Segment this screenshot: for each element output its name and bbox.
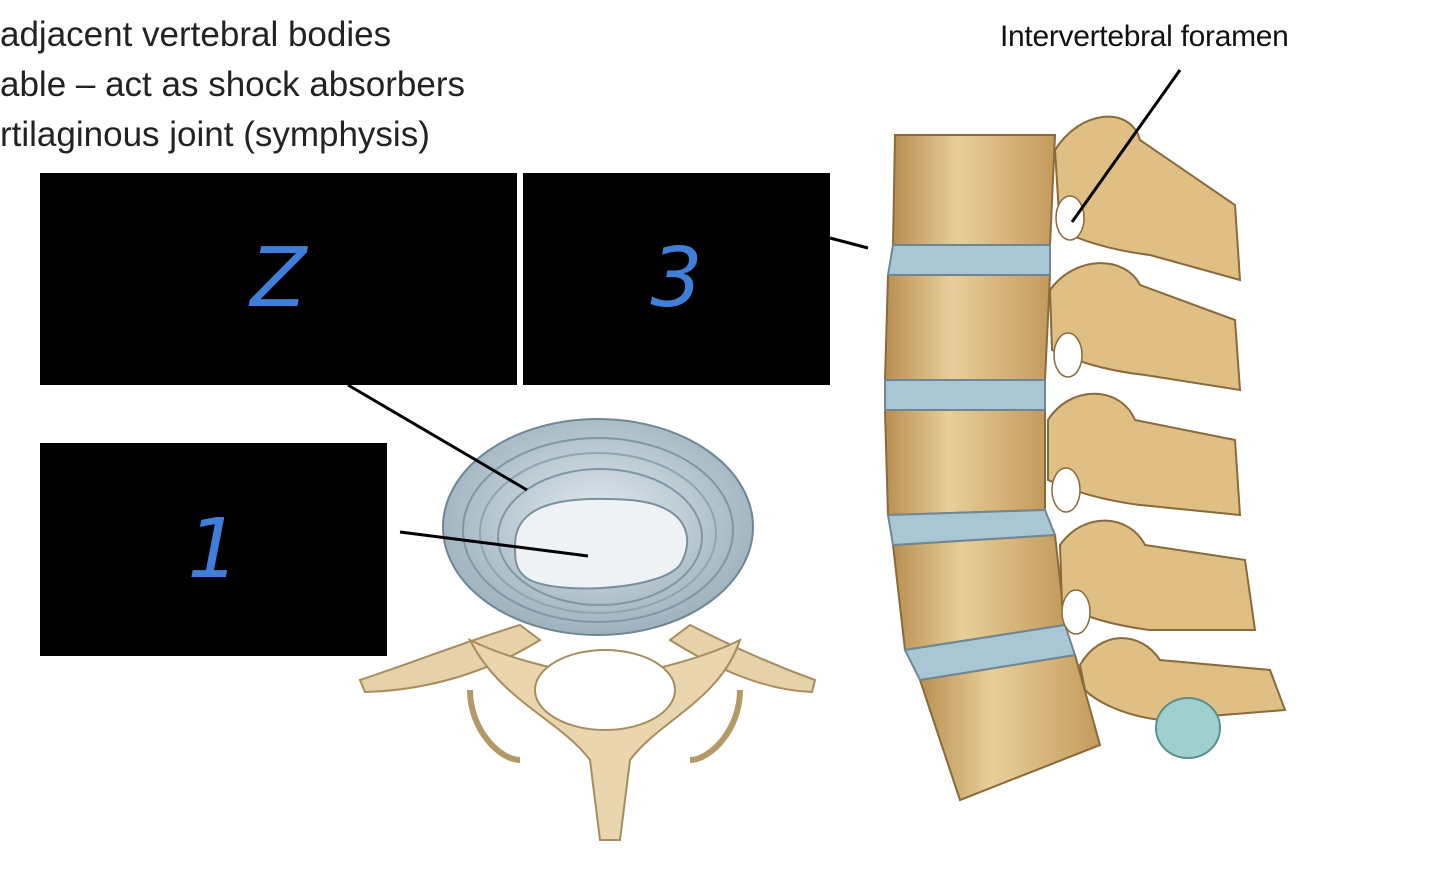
label-3-leader-line bbox=[829, 236, 869, 250]
label-box-2-answer: Z bbox=[250, 231, 307, 326]
foramen-leader-line bbox=[1070, 69, 1182, 223]
label-2-leader-line bbox=[347, 383, 528, 492]
lumbar-spine-lateral bbox=[883, 115, 1287, 802]
intervertebral-foramen-label: Intervertebral foramen bbox=[1000, 20, 1289, 53]
vertebra-superior-view bbox=[358, 623, 817, 841]
label-box-3-answer: 3 bbox=[650, 231, 703, 326]
label-box-1[interactable]: 1 bbox=[40, 443, 387, 656]
nucleus-pulposus bbox=[513, 497, 689, 590]
label-box-3[interactable]: 3 bbox=[523, 173, 830, 385]
bullet-line-3: rtilaginous joint (symphysis) bbox=[0, 115, 430, 154]
label-box-2[interactable]: Z bbox=[40, 173, 517, 385]
bullet-line-2: able – act as shock absorbers bbox=[0, 65, 465, 104]
intervertebral-disc bbox=[442, 418, 754, 636]
label-1-leader-line bbox=[399, 530, 589, 558]
bullet-line-1: adjacent vertebral bodies bbox=[0, 15, 392, 54]
label-box-1-answer: 1 bbox=[187, 501, 240, 597]
